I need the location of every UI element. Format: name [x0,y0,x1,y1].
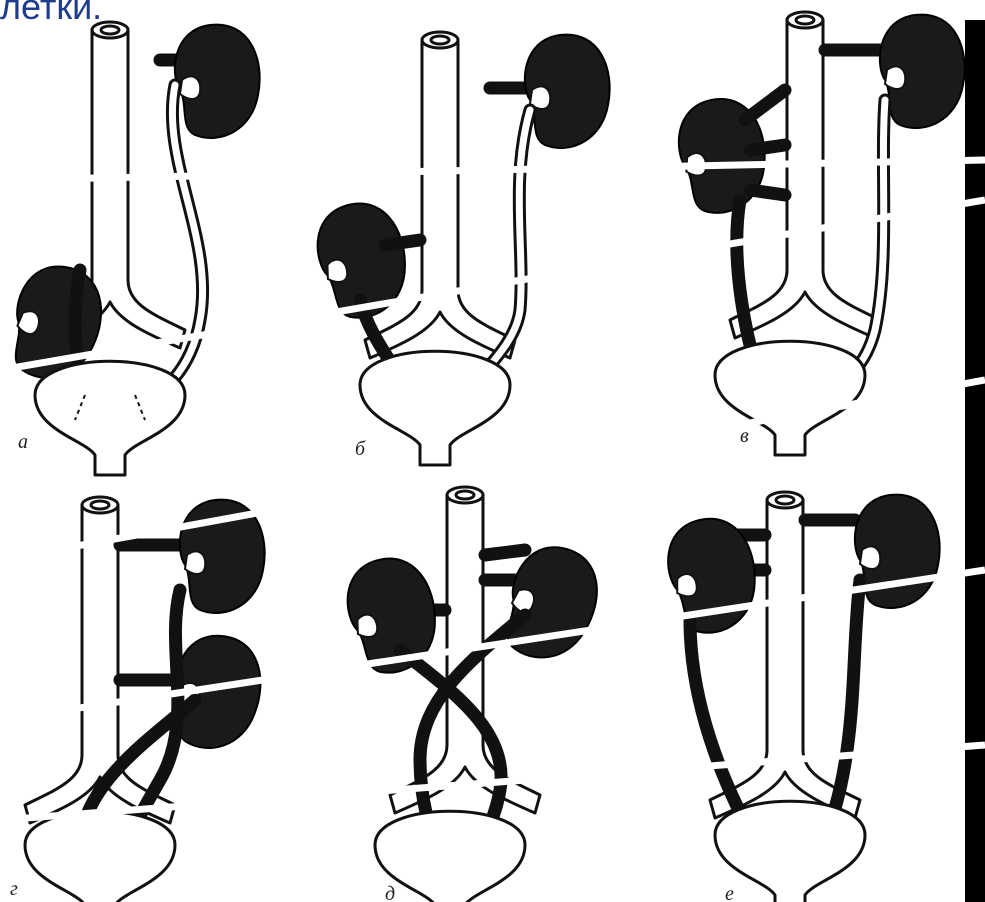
panel-label-d: д [385,883,395,902]
panel-d: д [341,487,611,902]
panel-b: б [311,32,610,465]
right-edge-strip [965,20,985,902]
panel-label-e: е [725,883,734,902]
panel-label-a: а [18,431,28,453]
panel-label-b: б [355,438,366,460]
panel-label-v: в [740,425,749,447]
scan-artifact-lines [0,160,985,820]
panel-a: а [1,22,260,475]
panel-e: е [663,492,940,902]
panel-label-g: г [10,878,18,900]
